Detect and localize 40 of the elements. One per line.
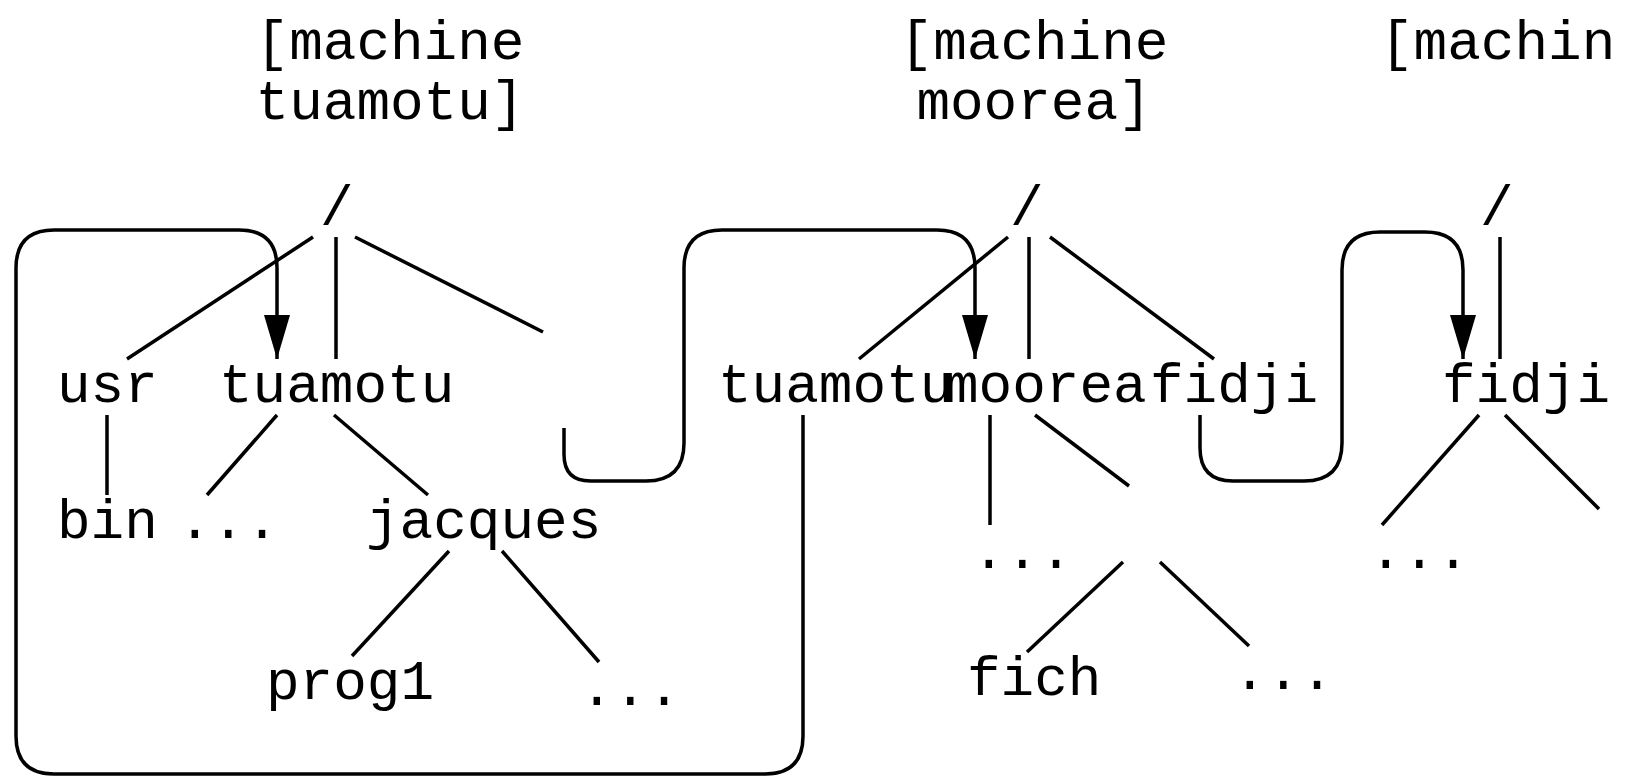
tree-branch-line <box>1503 413 1601 511</box>
root-slash: / <box>1480 181 1514 237</box>
tree-branch-line <box>1048 235 1216 361</box>
directory-label: bin <box>57 495 158 551</box>
directory-label: fidji <box>1442 359 1611 415</box>
tree-branch-line <box>1025 560 1125 654</box>
tree-branch-line <box>332 413 430 497</box>
directory-label: ... <box>1233 646 1334 702</box>
tree-branch-line <box>1498 237 1502 359</box>
tree-branch-line <box>126 235 314 361</box>
directory-label: ... <box>1369 525 1470 581</box>
tree-branch-line <box>334 237 338 359</box>
tree-branch-line <box>1027 237 1031 359</box>
tree-branch-line <box>1033 413 1131 488</box>
directory-label: tuamotu <box>219 359 455 415</box>
tree-branch-line <box>205 413 279 497</box>
directory-label: fidji <box>1150 359 1319 415</box>
directory-label: fich <box>967 652 1102 708</box>
mount-arrow <box>1198 230 1476 483</box>
mount-arrow <box>14 228 805 776</box>
directory-label: ... <box>580 662 681 718</box>
machine-label: [machin <box>1380 14 1617 74</box>
tree-branch-line <box>857 235 1010 361</box>
directory-label: usr <box>57 359 158 415</box>
tree-branch-line <box>350 549 451 658</box>
root-slash: / <box>320 181 354 237</box>
tree-branch-line <box>988 415 992 525</box>
mount-arrow <box>562 228 988 483</box>
machine-label: [machine tuamotu] <box>254 14 526 134</box>
directory-label: ... <box>178 495 279 551</box>
tree-branch-line <box>354 235 544 334</box>
root-slash: / <box>1010 181 1044 237</box>
directory-label: jacques <box>366 495 602 551</box>
directory-label: prog1 <box>266 656 435 712</box>
tree-branch-line <box>1158 560 1251 648</box>
machine-label: [machine moorea] <box>898 14 1170 134</box>
directory-label: ... <box>972 525 1073 581</box>
tree-branch-line <box>500 549 601 664</box>
tree-branch-line <box>105 415 109 495</box>
tree-branch-line <box>1380 413 1481 527</box>
